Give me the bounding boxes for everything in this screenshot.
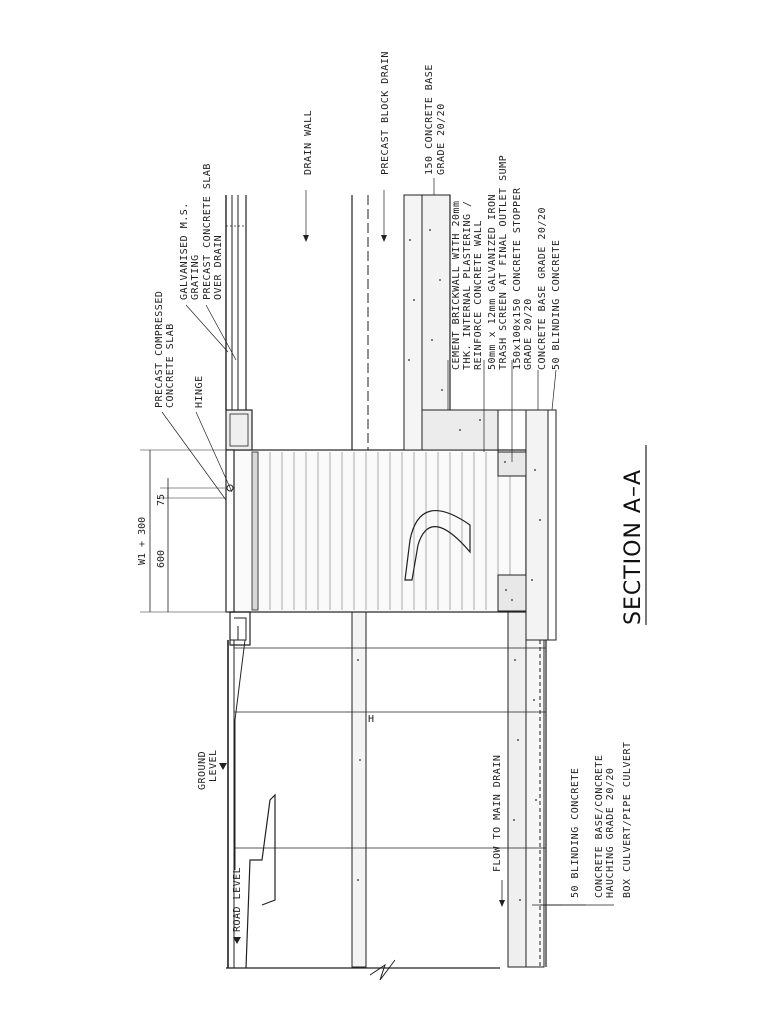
- label-precast-slab-l1: PRECAST CONCRETE SLAB: [202, 163, 213, 300]
- label-stopper-l2: GRADE 20/20: [523, 298, 534, 370]
- label-precast-block-drain: PRECAST BLOCK DRAIN: [380, 51, 391, 175]
- label-galvanised-grating-l1: GALVANISED M.S.: [179, 202, 190, 300]
- label-compressed-slab-l2: CONCRETE SLAB: [165, 323, 176, 408]
- label-concrete-base-150-l2: GRADE 20/20: [436, 103, 447, 175]
- label-drain-wall: DRAIN WALL: [303, 110, 314, 175]
- label-hinge: HINGE: [194, 375, 205, 408]
- label-concrete-base-150-l1: 150 CONCRETE BASE: [424, 64, 435, 175]
- dim-height: H: [368, 714, 374, 725]
- label-trash-screen-l1: 50mm x 12mm GALVANIZED IRON: [487, 194, 498, 370]
- label-flow-to-main-drain: FLOW TO MAIN DRAIN: [492, 755, 503, 872]
- label-ground-level-l2: LEVEL: [208, 749, 219, 782]
- label-haunching-l2: HAUCHING GRADE 20/20: [605, 768, 616, 898]
- label-brickwall-l1: CEMENT BRICKWALL WITH 20mm: [451, 200, 462, 370]
- label-concrete-base-grade: CONCRETE BASE GRADE 20/20: [537, 207, 548, 370]
- label-culvert: BOX CULVERT/PIPE CULVERT: [622, 742, 633, 899]
- label-galvanised-grating-l2: GRATING: [190, 254, 201, 300]
- label-haunching-l1: CONCRETE BASE/CONCRETE: [594, 755, 605, 898]
- dim-slab-width: 600: [156, 550, 167, 568]
- label-brickwall-l3: REINFORCE CONCRETE WALL: [473, 220, 484, 370]
- label-blinding-left: 50 BLINDING CONCRETE: [570, 768, 581, 898]
- label-road-level: ROAD LEVEL: [232, 867, 243, 932]
- label-trash-screen-l2: TRASH SCREEN AT FINAL OUTLET SUMP: [498, 155, 509, 370]
- dim-overall: W1 + 300: [137, 517, 148, 565]
- label-stopper-l1: 150x100x150 CONCRETE STOPPER: [512, 187, 523, 370]
- drawing-title: SECTION A–A: [621, 469, 646, 625]
- dim-gap: 75: [156, 494, 167, 506]
- label-precast-slab-l2: OVER DRAIN: [213, 235, 224, 300]
- label-blinding-right: 50 BLINDING CONCRETE: [551, 240, 562, 370]
- label-brickwall-l2: THK. INTERNAL PLASTERING /: [462, 200, 473, 370]
- label-compressed-slab-l1: PRECAST COMPRESSED: [154, 291, 165, 408]
- drawing-linework: [140, 178, 614, 981]
- label-ground-level-l1: GROUND: [197, 751, 208, 790]
